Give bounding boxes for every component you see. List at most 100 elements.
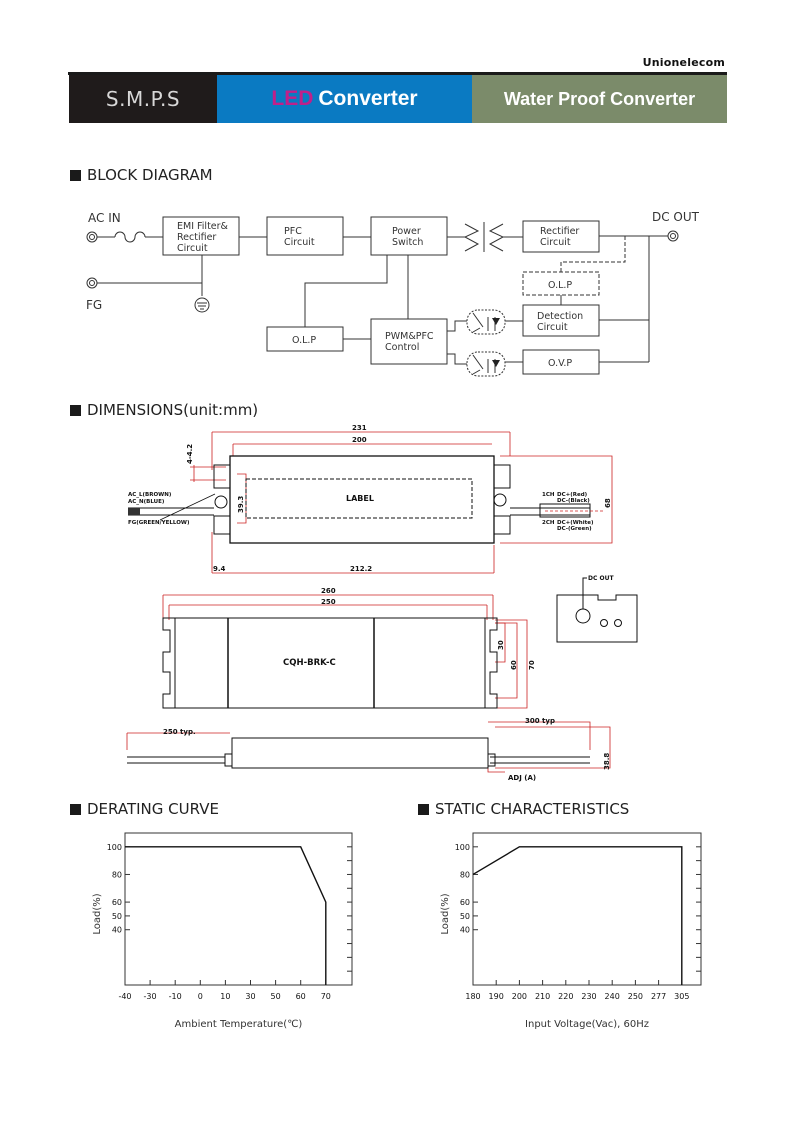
y-tick-label: 60 xyxy=(112,898,122,907)
x-tick-label: -40 xyxy=(118,992,131,1001)
bullet-square-icon xyxy=(70,404,81,416)
section-title: STATIC CHARACTERISTICS xyxy=(435,800,630,818)
block-text: Circuit xyxy=(284,237,315,248)
wire-ac-l: AC_L(BROWN) xyxy=(128,492,172,498)
block-text: O.L.P xyxy=(548,280,572,291)
end-view-dc-out: DC OUT xyxy=(588,575,614,582)
x-tick-label: 70 xyxy=(321,992,331,1001)
out-ch1-pos: DC+(Red) xyxy=(557,492,588,498)
block-text: Circuit xyxy=(540,237,571,248)
header-tab-led-label: Converter xyxy=(318,87,418,110)
x-axis-label: Input Voltage(Vac), 60Hz xyxy=(525,1019,649,1030)
label-text: LABEL xyxy=(346,494,374,503)
block-power-switch xyxy=(370,216,448,256)
y-tick-label: 80 xyxy=(460,870,470,879)
x-tick-label: 220 xyxy=(558,992,573,1001)
block-text: Control xyxy=(385,342,419,353)
dim-30: 30 xyxy=(497,640,505,650)
bracket-model: CQH-BRK-C xyxy=(283,658,336,668)
block-text: Rectifier xyxy=(540,226,579,237)
label-ac-in: AC IN xyxy=(88,211,121,225)
section-derating: DERATING CURVE xyxy=(70,800,219,818)
bullet-square-icon xyxy=(70,169,81,181)
header-tab-led-converter: LED Converter xyxy=(217,75,472,123)
dim-68: 68 xyxy=(604,498,612,508)
bullet-square-icon xyxy=(418,803,429,815)
header-tab-led-accent: LED xyxy=(271,87,314,110)
label-fg: FG xyxy=(86,298,102,312)
optocoupler-icon xyxy=(466,309,506,335)
terminal-ac-in-icon xyxy=(86,231,98,243)
out-ch2: 2CH xyxy=(542,520,555,526)
dim-hole: 4-4.2 xyxy=(186,444,194,464)
plot-frame xyxy=(124,832,353,986)
header-tab-smps-label: S.M.P.S xyxy=(105,87,181,111)
section-block-diagram: BLOCK DIAGRAM xyxy=(70,166,213,184)
header-tab-smps: S.M.P.S xyxy=(69,75,217,123)
section-title: DERATING CURVE xyxy=(87,800,219,818)
block-text: Rectifier xyxy=(177,232,216,243)
series-line xyxy=(472,846,683,985)
x-tick-label: 210 xyxy=(535,992,550,1001)
x-tick-label: 277 xyxy=(651,992,666,1001)
dim-70: 70 xyxy=(528,660,536,670)
ground-icon xyxy=(194,297,210,313)
header-tab-waterproof: Water Proof Converter xyxy=(472,75,727,123)
block-text: Circuit xyxy=(177,243,208,254)
bullet-square-icon xyxy=(70,803,81,815)
block-text: Detection xyxy=(537,311,583,322)
optocoupler-icon xyxy=(466,351,506,377)
dim-231: 231 xyxy=(352,424,367,432)
series-line xyxy=(125,846,327,985)
y-tick-label: 50 xyxy=(460,912,470,921)
x-tick-label: 10 xyxy=(220,992,230,1001)
brand-name: Unionelecom xyxy=(642,56,725,69)
dim-212-2: 212.2 xyxy=(350,565,372,573)
fuse-icon xyxy=(114,231,146,243)
out-ch1: 1CH xyxy=(542,492,555,498)
label-dc-out: DC OUT xyxy=(652,210,700,224)
y-tick-label: 40 xyxy=(460,926,470,935)
dim-260: 260 xyxy=(321,587,336,595)
block-olp-secondary xyxy=(522,271,600,296)
section-title: DIMENSIONS(unit:mm) xyxy=(87,401,259,419)
terminal-dc-out-icon xyxy=(667,230,679,242)
dim-200: 200 xyxy=(352,436,367,444)
adj-label: ADJ (A) xyxy=(508,774,536,782)
dim-60: 60 xyxy=(510,660,518,670)
x-tick-label: 50 xyxy=(271,992,281,1001)
section-static: STATIC CHARACTERISTICS xyxy=(418,800,629,818)
plot-frame xyxy=(472,832,702,986)
section-title: BLOCK DIAGRAM xyxy=(87,166,213,184)
block-text: PFC xyxy=(284,226,302,237)
dim-38-8: 38.8 xyxy=(603,753,611,770)
dim-39-3: 39.3 xyxy=(237,496,245,513)
block-text: O.V.P xyxy=(548,358,572,369)
x-tick-label: -10 xyxy=(169,992,182,1001)
dim-250: 250 xyxy=(321,598,336,606)
x-tick-label: 0 xyxy=(198,992,203,1001)
wire-ac-n: AC_N(BLUE) xyxy=(128,499,165,505)
dim-9-4: 9.4 xyxy=(213,565,226,573)
x-tick-label: 190 xyxy=(489,992,504,1001)
x-tick-label: 230 xyxy=(581,992,596,1001)
y-axis-label: Load(%) xyxy=(92,893,103,934)
label-area xyxy=(245,478,473,519)
converter-body-side xyxy=(231,737,489,769)
x-tick-label: 250 xyxy=(628,992,643,1001)
block-text: PWM&PFC xyxy=(385,331,434,342)
out-ch2-neg: DC-(Green) xyxy=(557,526,592,532)
dim-250-typ: 250 typ. xyxy=(163,728,196,736)
x-tick-label: -30 xyxy=(144,992,157,1001)
terminal-fg-icon xyxy=(86,277,98,289)
x-tick-label: 240 xyxy=(605,992,620,1001)
y-tick-label: 60 xyxy=(460,898,470,907)
header-tab-waterproof-label: Water Proof Converter xyxy=(503,88,696,109)
block-pfc xyxy=(266,216,344,256)
y-tick-label: 50 xyxy=(112,912,122,921)
x-tick-label: 60 xyxy=(296,992,306,1001)
block-text: Power xyxy=(392,226,421,237)
out-ch1-neg: DC-(Black) xyxy=(557,498,590,504)
